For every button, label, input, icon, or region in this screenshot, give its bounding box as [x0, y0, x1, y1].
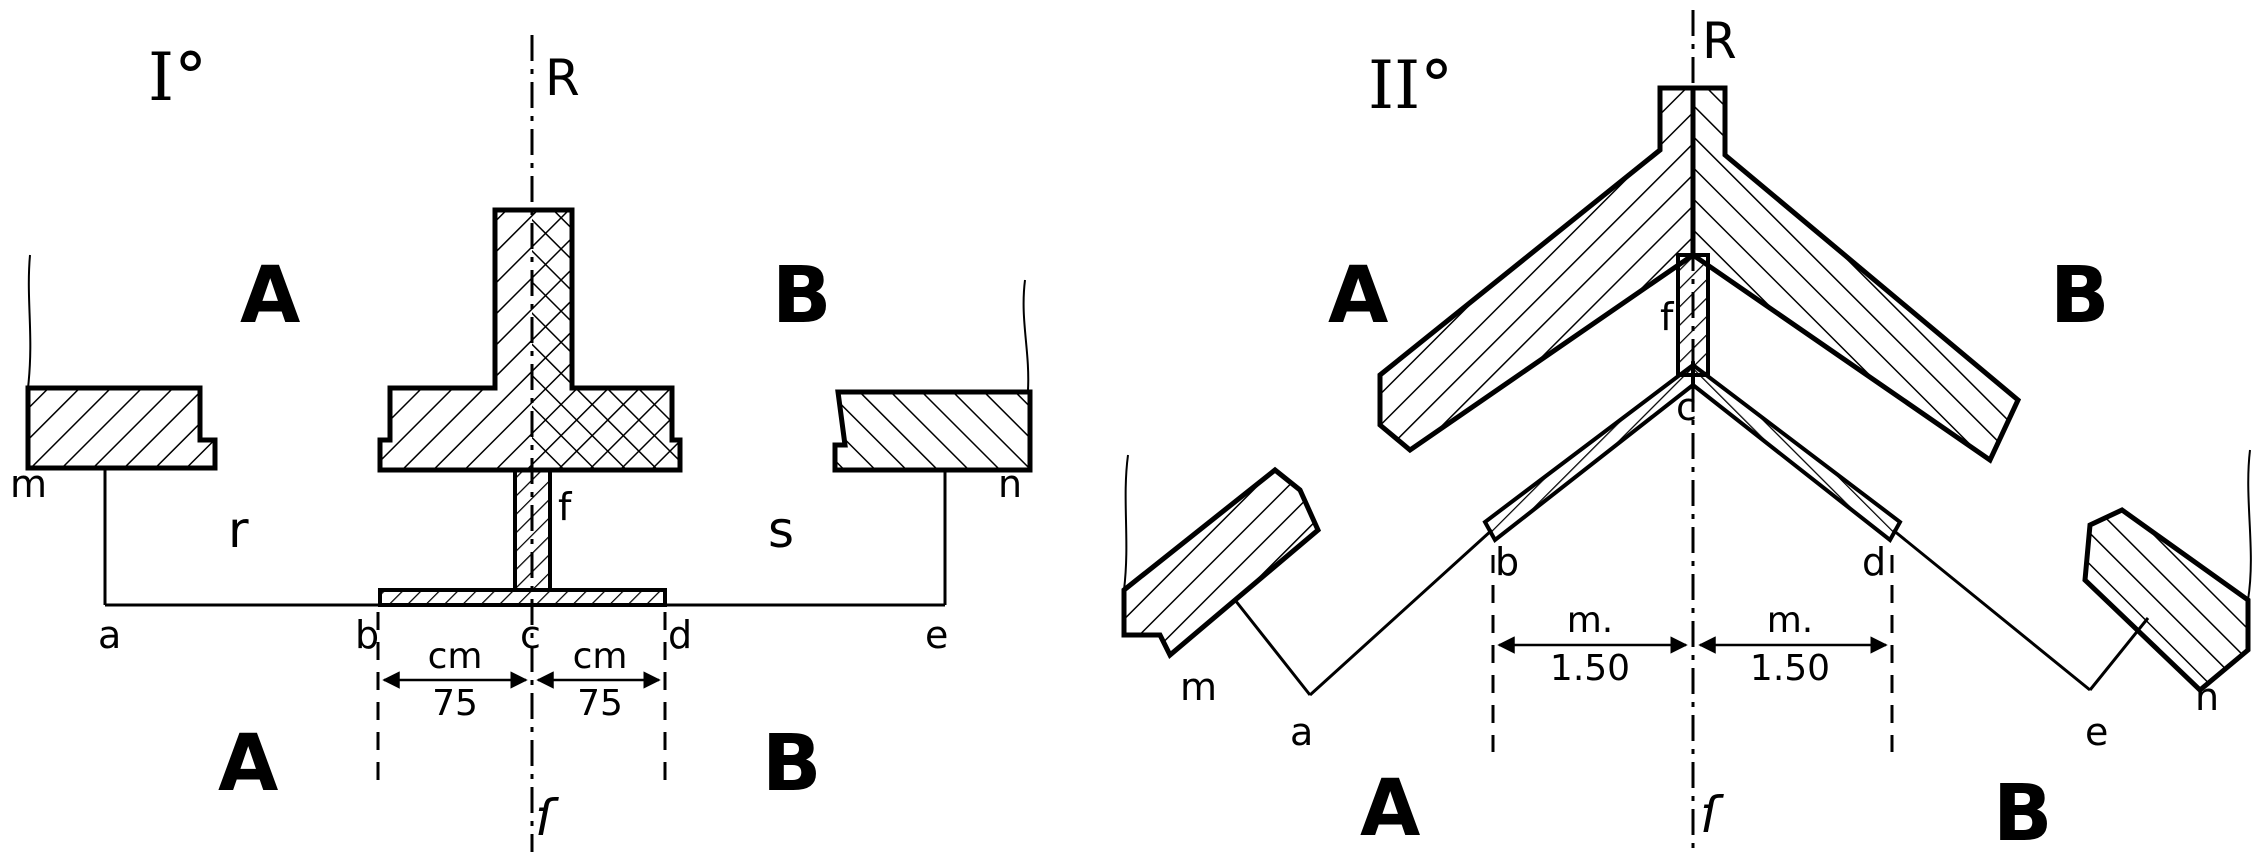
figure-2-dim-unit-right: m.	[1767, 600, 1814, 641]
figure-1-dim-unit-left: cm	[428, 636, 483, 677]
figure-2-flange-left	[1482, 360, 1695, 544]
figure-2-point-e: e	[2085, 710, 2108, 754]
figure-2-right-wall-break	[2247, 449, 2252, 601]
figure-1-point-b: b	[355, 613, 379, 657]
figure-1-region-b-upper: B	[772, 251, 831, 341]
figure-2-upper-block-left	[1377, 85, 1696, 454]
figure-2-title: II°	[1368, 47, 1453, 124]
figure-2-stem	[1676, 253, 1710, 377]
figure-2-right-support	[2088, 617, 2150, 691]
figure-1-central-block-right-hatch	[532, 210, 680, 470]
figure-2-point-f: f	[1660, 295, 1675, 339]
figure-1-dim-value-right: 75	[577, 683, 623, 724]
figure-2-dim-unit-left: m.	[1567, 600, 1614, 641]
figure-2-axis-bottom-label: ſ	[1700, 786, 1724, 844]
figure-2-point-m: m	[1180, 665, 1217, 709]
figure-1-point-f: f	[558, 485, 573, 529]
figure-2-line-ab	[1308, 528, 1494, 697]
figure-1-point-e: e	[925, 613, 948, 657]
figure-1-point-s: s	[768, 501, 794, 559]
figure-2: II° R ſ m. 1.50 m. 1.50	[1121, 10, 2252, 857]
figure-1-right-beam	[832, 389, 1033, 473]
figure-1-region-a-lower: A	[218, 719, 278, 809]
figure-2-dim-value-left: 1.50	[1550, 648, 1630, 689]
figure-1-point-c: c	[520, 613, 541, 657]
figure-2-region-a-lower: A	[1360, 764, 1420, 852]
figure-2-line-de	[1892, 528, 2091, 692]
figure-2-left-support	[1233, 599, 1312, 696]
figure-2-dim-value-right: 1.50	[1750, 648, 1830, 689]
figure-1-point-m: m	[10, 462, 47, 506]
figure-1-point-a: a	[98, 613, 121, 657]
figure-1-dim-value-left: 75	[432, 683, 478, 724]
figure-1-right-wall-break	[1022, 279, 1030, 391]
figure-2-region-b-upper: B	[2050, 251, 2109, 341]
figure-1-point-n: n	[998, 462, 1022, 506]
figure-2-flange-right	[1691, 360, 1903, 544]
figure-2-point-b: b	[1495, 540, 1519, 584]
figure-2-point-a: a	[1290, 710, 1313, 754]
figure-1: I° R ſ cm 75 cm 75 A B A	[10, 35, 1033, 852]
figure-1-title: I°	[148, 39, 207, 116]
figure-2-axis-top-label: R	[1702, 12, 1737, 70]
figure-1-region-a-upper: A	[240, 251, 300, 341]
figure-2-region-b-lower: B	[1993, 769, 2052, 852]
figure-1-dim-unit-right: cm	[573, 636, 628, 677]
figure-2-point-c: c	[1676, 385, 1697, 429]
figure-1-axis-top-label: R	[545, 49, 580, 107]
figure-1-region-b-lower: B	[762, 719, 821, 809]
figure-1-flange	[378, 588, 667, 607]
figure-2-right-beam	[2082, 507, 2251, 694]
figure-2-point-n: n	[2195, 675, 2219, 719]
figure-2-point-d: d	[1862, 540, 1886, 584]
figure-2-left-wall-break	[1123, 454, 1129, 591]
figure-1-stem	[513, 468, 552, 592]
figure-1-point-d: d	[668, 613, 692, 657]
figure-1-left-wall-break	[27, 254, 32, 389]
figure-1-axis-bottom-label: ſ	[535, 789, 559, 847]
figure-1-point-r: r	[228, 501, 249, 559]
figure-1-left-beam	[25, 385, 218, 471]
figure-2-region-a-upper: A	[1328, 251, 1388, 341]
figure-2-left-beam	[1121, 466, 1322, 659]
